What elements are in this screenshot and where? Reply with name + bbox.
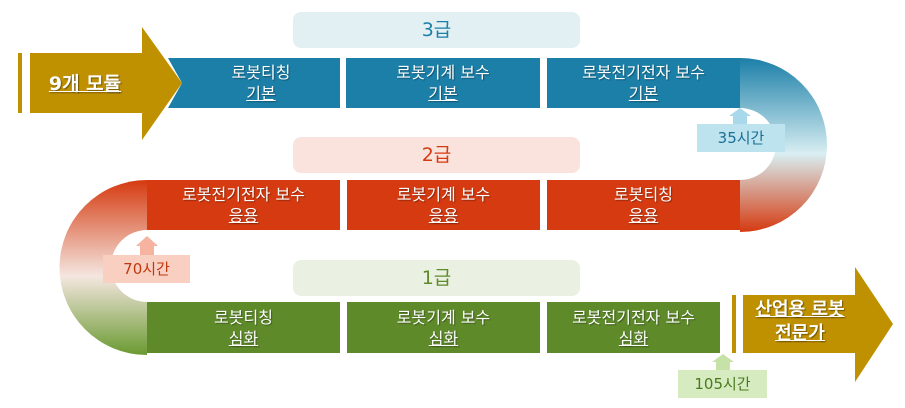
module-box-blue-1 (168, 58, 340, 108)
module-text: 응용 (628, 206, 659, 225)
module-text: 응용 (428, 206, 459, 225)
level-2-hours: 70시간 (103, 255, 190, 283)
level-3-label: 3급 (293, 12, 580, 48)
end-arrow (743, 267, 893, 382)
module-box-red-1 (147, 180, 340, 230)
module-text: 로봇티칭 (614, 185, 673, 204)
level-3-hours: 35시간 (697, 124, 785, 152)
level-1-hours: 105시간 (678, 370, 767, 398)
arrow-up-icon (136, 236, 158, 255)
module-text: 심화 (618, 328, 649, 348)
module-text: 기본 (628, 84, 659, 103)
module-text: 로봇기계 보수 (396, 63, 490, 82)
level-1-label: 1급 (293, 260, 580, 296)
level-2-label: 2급 (293, 137, 580, 173)
module-box-blue-2 (346, 58, 540, 108)
module-box-red-2 (347, 180, 540, 230)
module-text: 로봇전기전자 보수 (182, 185, 305, 204)
module-box-red-3 (547, 180, 740, 230)
end-label: 산업용 로봇 전문가 (745, 298, 855, 346)
end-bar (732, 295, 736, 353)
module-text: 기본 (428, 84, 458, 103)
module-text: 심화 (228, 328, 259, 348)
arrow-up-icon (729, 108, 751, 124)
module-text: 로봇기계 보수 (396, 307, 491, 327)
module-text: 응용 (228, 206, 259, 225)
start-label: 9개 모듈 (48, 73, 122, 95)
end-label-line2: 전문가 (775, 323, 825, 344)
module-text: 로봇전기전자 보수 (572, 307, 695, 327)
module-text: 로봇기계 보수 (396, 185, 491, 204)
module-text: 로봇전기전자 보수 (582, 63, 705, 82)
module-text: 로봇티칭 (231, 63, 291, 82)
end-label-line1: 산업용 로봇 (755, 299, 845, 320)
start-arrow (30, 27, 182, 140)
module-box-green-1 (147, 302, 340, 353)
module-box-green-2 (347, 302, 540, 353)
module-box-blue-3 (547, 58, 740, 108)
module-text: 심화 (428, 328, 459, 348)
arrow-up-icon (712, 354, 734, 370)
module-text: 로봇티칭 (214, 307, 273, 327)
start-bar (18, 53, 22, 113)
module-box-green-3 (547, 302, 720, 353)
module-text: 기본 (246, 84, 276, 103)
